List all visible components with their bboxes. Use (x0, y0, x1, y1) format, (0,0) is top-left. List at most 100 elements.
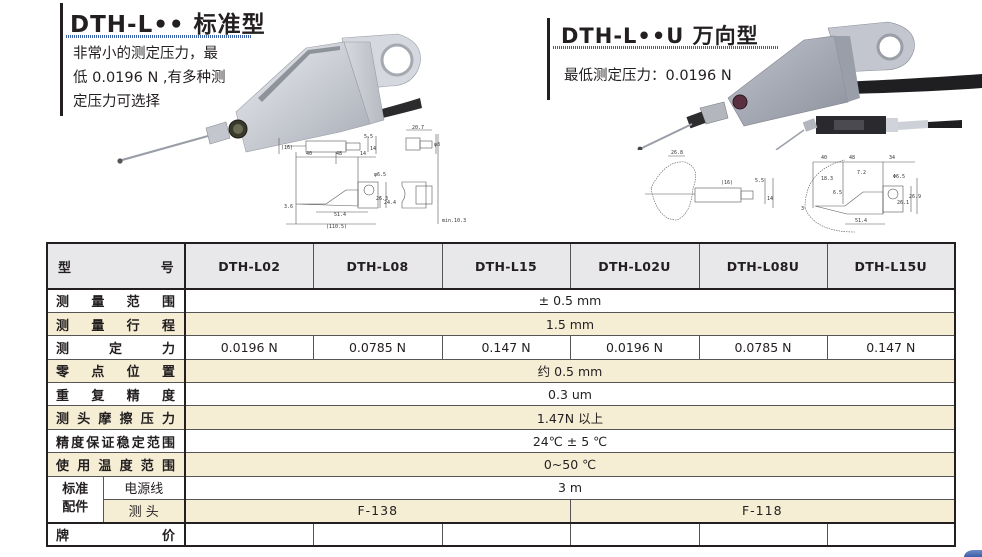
svg-text:14: 14 (767, 196, 773, 202)
label-char: 型 (58, 260, 161, 276)
universal-type-title: DTH-L••U 万向型 (561, 24, 759, 48)
price-label: 牌价 (46, 522, 186, 547)
universal-dimension-drawing: 26.8 (16) 5.5 14 40 48 34 18.3 6.5 7.2 Φ… (645, 150, 921, 233)
svg-text:24.4: 24.4 (384, 200, 396, 206)
svg-text:26.8: 26.8 (671, 150, 683, 156)
desc-line: 定压力可选择 (73, 94, 160, 110)
svg-text:(110.5): (110.5) (326, 224, 347, 230)
dotted-divider (553, 46, 779, 49)
price-value (184, 522, 314, 547)
svg-text:3.6: 3.6 (284, 204, 293, 210)
table-row-cable: 标准 配件 电源线 3 m (46, 475, 956, 524)
svg-text:40: 40 (306, 151, 312, 157)
dotted-divider (66, 35, 252, 38)
standard-type-title: DTH-L•• 标准型 (70, 12, 266, 38)
group-label-line: 标准 (62, 482, 89, 498)
probe-value-standard: F-138 (184, 499, 571, 524)
table-row-price: 牌价 (46, 522, 956, 547)
model-header: DTH-L08 (312, 242, 443, 290)
table-row: 重复精度 0.3 um (46, 382, 956, 407)
price-value (312, 522, 443, 547)
spec-table: 型号 DTH-L02 DTH-L08 DTH-L15 DTH-L02U DTH-… (46, 242, 956, 548)
svg-text:34: 34 (889, 155, 895, 161)
row-value: 约 0.5 mm (184, 358, 956, 384)
accessories-group-label: 标准 配件 (46, 475, 104, 524)
corner-decoration (964, 550, 982, 557)
label-char: 号 (160, 260, 174, 276)
svg-text:5.5: 5.5 (364, 134, 373, 140)
model-header: DTH-L08U (698, 242, 828, 290)
price-value (826, 522, 956, 547)
price-value (698, 522, 828, 547)
svg-text:5.5: 5.5 (755, 178, 764, 184)
row-value: 0.3 um (184, 382, 956, 407)
standard-gauge-image (117, 33, 422, 164)
row-label: 精度保证稳定范围 (46, 428, 186, 454)
price-value (441, 522, 571, 547)
group-label-line: 配件 (62, 500, 89, 516)
universal-type-description: 最低测定压力：0.0196 N (564, 68, 732, 84)
svg-text:7.2: 7.2 (857, 170, 866, 176)
row-label: 重复精度 (46, 382, 186, 407)
table-row: 精度保证稳定范围 24℃ ± 5 ℃ (46, 428, 956, 454)
cable-value: 3 m (184, 475, 956, 501)
svg-text:(16): (16) (281, 145, 293, 151)
table-row-probe: 测 头 F-138 F-118 (47, 499, 956, 524)
row-label: 测量行程 (46, 311, 186, 337)
svg-text:(16): (16) (721, 180, 733, 186)
table-row: 测头摩擦压力 1.47N 以上 (46, 405, 956, 430)
svg-text:6.5: 6.5 (833, 190, 842, 196)
svg-text:14: 14 (370, 146, 376, 152)
svg-text:φ8: φ8 (434, 142, 440, 148)
svg-text:Φ6.5: Φ6.5 (893, 174, 905, 180)
table-header-row: 型号 DTH-L02 DTH-L08 DTH-L15 DTH-L02U DTH-… (46, 242, 956, 290)
svg-text:26.9: 26.9 (909, 194, 921, 200)
svg-text:51.4: 51.4 (855, 218, 867, 224)
row-value: 1.47N 以上 (184, 405, 956, 430)
probe-value-universal: F-118 (569, 499, 956, 524)
probe-label: 测 头 (102, 499, 186, 524)
model-header: DTH-L02U (569, 242, 700, 290)
row-label: 测量范围 (46, 288, 186, 313)
model-label: 型号 (46, 242, 186, 290)
row-value: 0~50 ℃ (184, 452, 956, 477)
svg-text:26.1: 26.1 (897, 200, 909, 206)
cable-label: 电源线 (102, 475, 186, 501)
standard-type-description: 非常小的测定压力，最 低 0.0196 N ,有多种测 定压力可选择 (73, 42, 253, 114)
row-value: 0.147 N (826, 335, 956, 360)
svg-text:26.3: 26.3 (376, 196, 388, 202)
row-value: 24℃ ± 5 ℃ (184, 428, 956, 454)
row-value: ± 0.5 mm (184, 288, 956, 313)
svg-text:51.4: 51.4 (334, 212, 346, 218)
row-value: 0.0785 N (698, 335, 828, 360)
table-row: 使用温度范围 0~50 ℃ (46, 452, 956, 477)
label-char: 价 (161, 529, 175, 545)
standard-dimension-drawing: (16) 20.7 5.5 14 φ8 40 48 14 φ6.5 3.6 26… (278, 125, 466, 230)
universal-type-header: DTH-L••U 万向型 最低测定压力：0.0196 N (547, 18, 779, 100)
table-row: 测定力 0.0196 N 0.0785 N 0.147 N 0.0196 N 0… (46, 335, 956, 360)
model-header: DTH-L15U (826, 242, 956, 290)
label-char: 牌 (56, 529, 162, 545)
row-value: 0.147 N (441, 335, 571, 360)
universal-gauge-image (637, 21, 982, 150)
svg-text:48: 48 (849, 155, 855, 161)
table-row: 测量行程 1.5 mm (46, 311, 956, 337)
svg-text:3: 3 (801, 206, 804, 212)
row-value: 0.0196 N (184, 335, 314, 360)
svg-text:20.7: 20.7 (412, 125, 424, 131)
row-value: 0.0196 N (569, 335, 700, 360)
row-value: 1.5 mm (184, 311, 956, 337)
svg-text:40: 40 (821, 155, 827, 161)
svg-text:48: 48 (336, 151, 342, 157)
row-label: 使用温度范围 (46, 452, 186, 477)
desc-line: 非常小的测定压力，最 (73, 46, 218, 62)
row-value: 0.0785 N (312, 335, 443, 360)
standard-type-header: DTH-L•• 标准型 非常小的测定压力，最 低 0.0196 N ,有多种测 … (60, 3, 265, 116)
svg-text:14: 14 (360, 151, 366, 157)
svg-text:18.3: 18.3 (821, 176, 833, 182)
model-header: DTH-L15 (441, 242, 571, 290)
table-row: 零点位置 约 0.5 mm (46, 358, 956, 384)
row-label: 测定力 (46, 335, 186, 360)
row-label: 零点位置 (46, 358, 186, 384)
desc-line: 低 0.0196 N ,有多种测 (73, 70, 226, 86)
